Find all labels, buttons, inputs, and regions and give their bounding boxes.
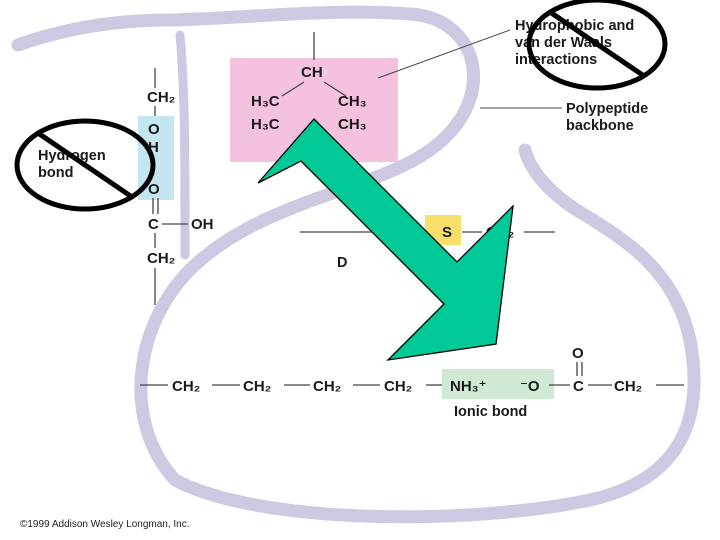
hbond-o2: O: [148, 181, 160, 198]
hbond-o1: O: [148, 121, 160, 138]
ionic-ch2-4: CH₂: [384, 378, 412, 395]
disulfide-label-fragment: D: [337, 255, 347, 271]
hydrophobic-leader-line: [377, 29, 511, 79]
hydrophobic-ch3-lower: CH₃: [338, 116, 367, 133]
disulfide-s: S: [442, 224, 452, 241]
ionic-bond-box: [442, 369, 554, 399]
hydrophobic-bond-left: [281, 81, 305, 97]
ionic-o-minus: ⁻O: [520, 378, 540, 395]
hydrophobic-label-line3: interactions: [515, 52, 597, 68]
ionic-ch2-end: CH₂: [614, 378, 642, 395]
hydrophobic-h3c-upper: H₃C: [251, 93, 280, 110]
ionic-o-top: O: [572, 345, 584, 362]
polypeptide-label-line2: backbone: [566, 118, 634, 134]
no-sign-icon: [14, 118, 156, 212]
down-right-arrow-icon: [257, 118, 514, 361]
hbond-ch2-top: CH₂: [147, 89, 175, 106]
polypeptide-backbone-ribbon: [11, 5, 701, 524]
ionic-ch2-2: CH₂: [243, 378, 271, 395]
hbond-c: C: [148, 216, 159, 233]
hbond-ch2-bottom: CH₂: [147, 250, 175, 267]
ionic-c: C: [573, 378, 584, 395]
ionic-ch2-3: CH₂: [313, 378, 341, 395]
no-sign-icon: [526, 0, 668, 91]
ionic-nh3: NH₃⁺: [450, 378, 487, 395]
hydrophobic-ch: CH: [301, 64, 323, 81]
hydrophobic-bond-right: [323, 81, 347, 97]
polypeptide-backbone-ribbon-tail: [175, 30, 190, 260]
copyright-text: ©1999 Addison Wesley Longman, Inc.: [20, 519, 190, 530]
hbond-h: H: [148, 139, 159, 156]
hbond-oh: OH: [191, 216, 214, 233]
ionic-bond-label: Ionic bond: [454, 404, 527, 420]
ionic-ch2-1: CH₂: [172, 378, 200, 395]
hydrophobic-ch3-upper: CH₃: [338, 93, 367, 110]
hydrophobic-h3c-lower: H₃C: [251, 116, 280, 133]
hydrogen-label-line2: bond: [38, 165, 73, 181]
polypeptide-label-line1: Polypeptide: [566, 101, 648, 117]
